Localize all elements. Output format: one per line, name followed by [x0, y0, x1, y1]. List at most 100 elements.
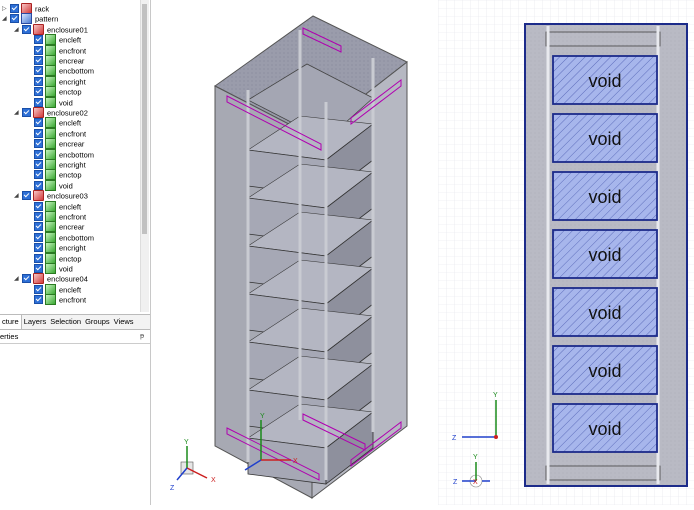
visibility-checkbox[interactable] [34, 295, 43, 305]
tree-item-label: encfront [59, 129, 87, 139]
tree-item-label: encfront [59, 295, 87, 305]
triad2d-z-label: Z [453, 479, 458, 486]
tree-item[interactable]: encbottom [26, 148, 94, 160]
visibility-checkbox[interactable] [34, 201, 43, 211]
visibility-checkbox[interactable] [34, 118, 43, 128]
void-block [552, 171, 658, 221]
expand-toggle-icon[interactable]: ▷ [2, 6, 7, 12]
visibility-checkbox[interactable] [10, 4, 19, 13]
tree-item[interactable]: ◢pattern [2, 13, 58, 25]
pattern-icon [21, 13, 32, 25]
tree-item[interactable]: encfront [26, 44, 86, 56]
visibility-checkbox[interactable] [34, 264, 43, 273]
tree-item-label: encbottom [59, 233, 95, 243]
visibility-checkbox[interactable] [10, 14, 19, 24]
tab-groups[interactable]: Groups [85, 317, 110, 326]
scrollbar-thumb[interactable] [142, 4, 147, 234]
visibility-checkbox[interactable] [34, 66, 43, 76]
svg-text:Z: Z [452, 435, 457, 442]
tree-item[interactable]: encrear [26, 55, 84, 66]
box-icon [45, 34, 56, 46]
tree-item[interactable]: encfront [26, 294, 87, 306]
visibility-checkbox[interactable] [34, 97, 43, 107]
visibility-checkbox[interactable] [34, 180, 43, 190]
visibility-checkbox[interactable] [34, 139, 43, 149]
box-icon [45, 252, 56, 264]
tab-cture[interactable]: cture [0, 315, 22, 329]
tree-item[interactable]: void [26, 179, 73, 191]
3d-viewport[interactable]: Y X Y X Z [151, 0, 438, 505]
visibility-checkbox[interactable] [34, 170, 43, 180]
tree-scrollbar[interactable] [140, 0, 149, 312]
box-icon [45, 211, 56, 222]
tree-item[interactable]: void [26, 263, 73, 274]
visibility-checkbox[interactable] [22, 191, 31, 201]
pin-icon[interactable]: ᵽ [140, 333, 144, 340]
visibility-checkbox[interactable] [34, 76, 43, 86]
visibility-checkbox[interactable] [34, 253, 43, 263]
box-icon [45, 159, 56, 170]
properties-title: erties [0, 332, 19, 341]
expand-toggle-icon[interactable]: ◢ [14, 26, 19, 33]
tab-views[interactable]: Views [113, 317, 134, 326]
box-icon [45, 148, 56, 160]
visibility-checkbox[interactable] [34, 128, 43, 138]
tab-selection[interactable]: Selection [50, 317, 82, 326]
visibility-checkbox[interactable] [34, 160, 43, 169]
tree-item-label: enclosure01 [47, 25, 88, 35]
tree-item[interactable]: encfront [26, 127, 87, 139]
tree-item[interactable]: ◢enclosure04 [14, 273, 88, 285]
visibility-checkbox[interactable] [34, 87, 43, 97]
tree-item-label: enctop [59, 254, 82, 264]
tree-item[interactable]: void [26, 96, 73, 108]
box-icon [45, 55, 56, 66]
group-icon [21, 3, 32, 14]
svg-text:Y: Y [493, 392, 498, 399]
tab-layers[interactable]: Layers [23, 317, 47, 326]
tree-item-label: encbottom [59, 66, 95, 76]
tree-item[interactable]: encfront [26, 211, 87, 222]
void-label: void [588, 71, 621, 91]
tree-item-label: enclosure02 [47, 108, 88, 118]
expand-toggle-icon[interactable]: ◢ [2, 16, 7, 23]
visibility-checkbox[interactable] [34, 284, 43, 294]
tree-item-label: rack [35, 4, 50, 14]
box-icon [45, 221, 56, 233]
tree-item[interactable]: ◢ enclosure01 [14, 23, 88, 35]
visibility-checkbox[interactable] [22, 24, 31, 34]
visibility-checkbox[interactable] [34, 232, 43, 242]
triad-y-label: Y [184, 439, 189, 446]
visibility-checkbox[interactable] [34, 35, 43, 45]
properties-header: erties ᵽ [0, 331, 150, 344]
tree-item[interactable]: encbottom [26, 65, 95, 77]
model-axis-2d: Y Z [452, 392, 498, 442]
tree-item[interactable]: encbottom [26, 231, 95, 243]
tree-item-label: encfront [59, 212, 87, 222]
tree-item-label: encright [59, 77, 86, 87]
visibility-checkbox[interactable] [34, 45, 43, 55]
visibility-checkbox[interactable] [34, 222, 43, 232]
group-icon [33, 190, 44, 202]
box-icon [45, 96, 56, 108]
tree-item[interactable]: enctop [26, 252, 82, 264]
visibility-checkbox[interactable] [22, 108, 31, 117]
expand-toggle-icon[interactable]: ◢ [14, 193, 19, 200]
tree-item-label: encrear [59, 222, 85, 232]
tree-item[interactable]: encright [26, 159, 86, 170]
visibility-checkbox[interactable] [34, 149, 43, 159]
visibility-checkbox[interactable] [22, 274, 31, 284]
box-icon [45, 86, 56, 98]
box-icon [45, 242, 56, 254]
tree-item[interactable]: enctop [26, 169, 82, 181]
expand-toggle-icon[interactable]: ◢ [14, 276, 19, 283]
expand-toggle-icon[interactable]: ◢ [14, 110, 19, 116]
void-block [552, 287, 658, 337]
void-label: void [588, 245, 621, 265]
visibility-checkbox[interactable] [34, 56, 43, 65]
visibility-checkbox[interactable] [34, 243, 43, 253]
brackets [226, 27, 402, 481]
visibility-checkbox[interactable] [34, 212, 43, 221]
